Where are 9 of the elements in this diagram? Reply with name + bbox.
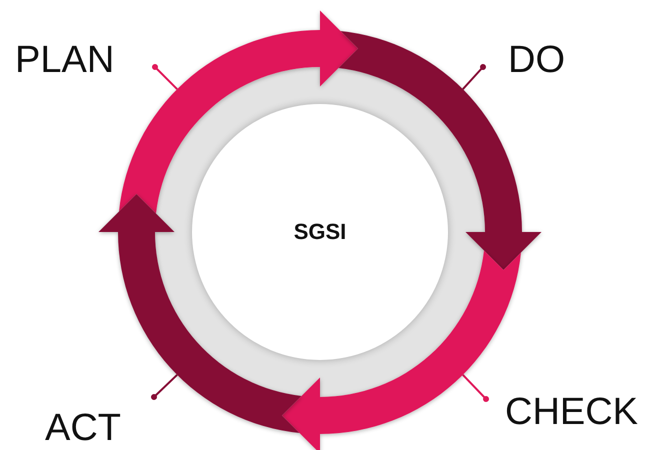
stage-label: PLAN: [15, 40, 159, 80]
leader-line: [462, 374, 489, 402]
leader-line: [462, 64, 486, 90]
leader-line: [151, 374, 178, 400]
arc-segment: [119, 10, 358, 214]
stage-label: CHECK: [484, 392, 638, 432]
stage-label: ACT: [45, 394, 157, 448]
stage-label: DO: [481, 40, 565, 80]
leader-line: [152, 64, 178, 90]
